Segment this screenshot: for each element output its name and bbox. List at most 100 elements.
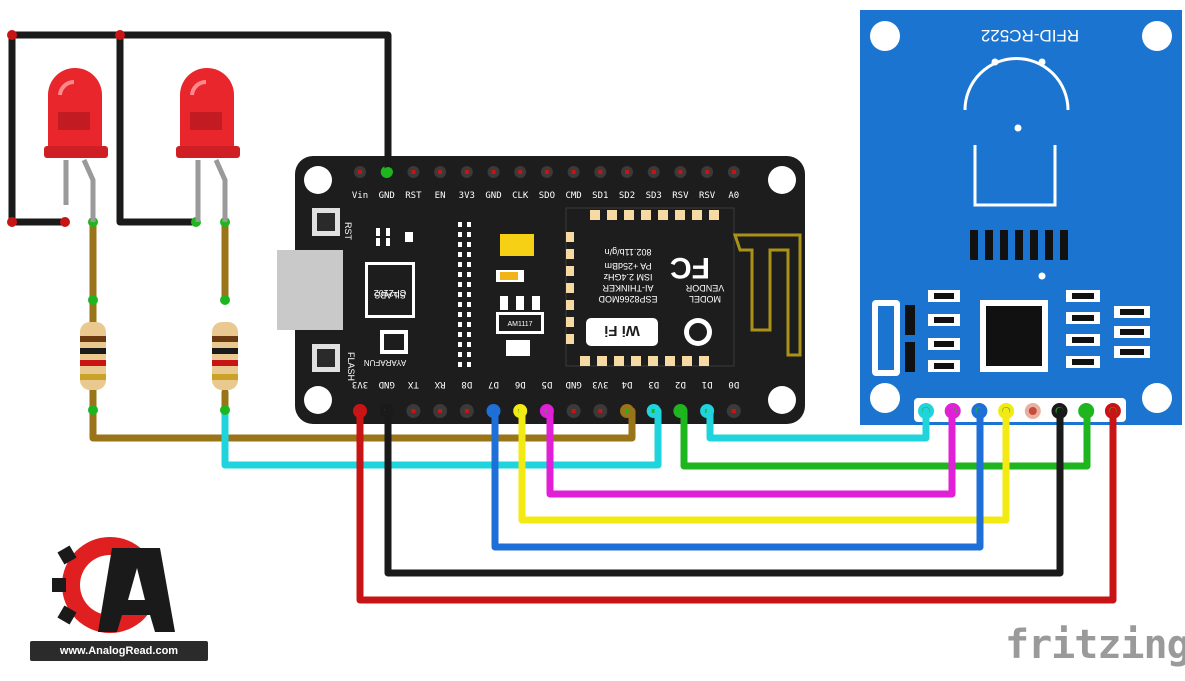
esp-pad [566, 249, 574, 259]
smd-dot [467, 362, 471, 367]
top-pin-core [518, 170, 523, 174]
top-pin-label: RSV [699, 191, 716, 201]
esp-module: MODEL VENDOR ESP8266MOD AI-THINKER ISM 2… [565, 207, 802, 367]
esp-pad [580, 356, 590, 366]
top-pin-core [358, 170, 362, 174]
wire-ground-top [8, 31, 392, 176]
smd-dot [467, 252, 471, 257]
top-pin-core [411, 170, 416, 174]
esp-pad [699, 356, 709, 366]
top-pin-label: SD3 [646, 191, 662, 201]
top-pin-core [438, 170, 443, 174]
bottom-pin-label: D8 [461, 379, 472, 389]
analogread-logo: A [52, 537, 175, 633]
esp-pad [597, 356, 607, 366]
bottom-pin-label: 3V3 [592, 379, 608, 389]
module-vendor: VENDOR [685, 283, 724, 293]
esp-pad [566, 266, 574, 276]
esp-pad [566, 283, 574, 293]
module-freq: ISM 2.4GHz [603, 272, 653, 282]
top-pin-label: Vin [352, 191, 368, 201]
smd-dot [458, 302, 462, 307]
top-pin-core [464, 170, 469, 174]
led-2 [176, 68, 240, 222]
logo-url: www.AnalogRead.com [30, 641, 208, 661]
esp-pad [641, 210, 651, 220]
flash-label: FLASH [346, 352, 356, 381]
esp-pad [675, 210, 685, 220]
wire-ground-led2 [116, 31, 200, 226]
bottom-pin-core [571, 409, 576, 413]
fritzing-watermark: fritzing [1005, 622, 1185, 668]
wifi-mark: Wi Fi [604, 322, 640, 339]
smd-dot [467, 222, 471, 227]
bottom-pin-label: TX [407, 379, 418, 389]
bottom-pin-label: D0 [728, 379, 739, 389]
smd-dot [467, 332, 471, 337]
fc-mark: FC [670, 251, 710, 284]
rfid-pin-header [914, 398, 1126, 422]
rfid-module: RFID-RC522 [860, 10, 1182, 425]
smd-dot [458, 332, 462, 337]
top-pin-label: EN [435, 191, 446, 201]
led-1 [44, 68, 108, 222]
module-id: ESP8266MOD [598, 294, 658, 304]
smd-dot [458, 242, 462, 247]
esp-pad [665, 356, 675, 366]
top-pin-core [571, 170, 576, 174]
antenna-icon [963, 57, 1070, 280]
bottom-pin-core [651, 409, 656, 413]
usb-connector [277, 250, 343, 330]
top-pin-label: SDO [539, 191, 555, 201]
bottom-pin-core [438, 409, 443, 413]
esp-pad [566, 317, 574, 327]
top-pin-core [598, 170, 603, 174]
smd-dot [458, 282, 462, 287]
bottom-pin-core [731, 409, 736, 413]
smd-dot [458, 292, 462, 297]
wire-3v3-rfid [356, 407, 1117, 604]
smd-dot [458, 252, 462, 257]
module-vendor-name: AI-THINKER [602, 283, 654, 293]
top-pin-core [731, 170, 736, 174]
bottom-pin-label: D5 [541, 379, 552, 389]
bottom-pin-label: D6 [515, 379, 526, 389]
bottom-pin-label: D3 [648, 379, 659, 389]
top-pin-core [491, 170, 496, 174]
smd-dot [467, 242, 471, 247]
resistor-2 [212, 322, 238, 390]
esp-pad [566, 334, 574, 344]
top-pin-label: RSV [672, 191, 689, 201]
bottom-pin-label: GND [379, 379, 395, 389]
smd-dot [458, 232, 462, 237]
regulator-label: AM1117 [507, 321, 532, 328]
usb-chip-maker: SILABS [374, 290, 406, 300]
resistor-1 [80, 322, 106, 390]
top-pin-label: 3V3 [459, 191, 475, 201]
wire-led2-d3 [221, 406, 662, 469]
smd-dot [458, 262, 462, 267]
rfid-title: RFID-RC522 [981, 26, 1079, 45]
wire-d1-rfid [706, 407, 930, 442]
smd-dot [458, 322, 462, 327]
maker-label: AYARAFUN [364, 358, 407, 367]
bottom-pin-label: RX [434, 379, 445, 389]
top-pin-core [678, 170, 683, 174]
bottom-pin-label: D1 [702, 379, 713, 389]
top-pin-core [651, 170, 656, 174]
smd-dot [458, 362, 462, 367]
bottom-pin-label: 3V3 [352, 379, 368, 389]
top-pin-core [705, 170, 710, 174]
smd-dot [458, 342, 462, 347]
bottom-pin-label: D7 [488, 379, 499, 389]
wire-d6-rfid [518, 407, 1010, 524]
esp-pad [709, 210, 719, 220]
bottom-pin-core [678, 409, 683, 413]
wire-d2-rfid [680, 407, 1091, 470]
smd-dot [467, 232, 471, 237]
top-pin-label: CMD [565, 191, 581, 201]
smd-dot [467, 342, 471, 347]
esp-pad [692, 210, 702, 220]
top-pin-label: SD1 [592, 191, 608, 201]
